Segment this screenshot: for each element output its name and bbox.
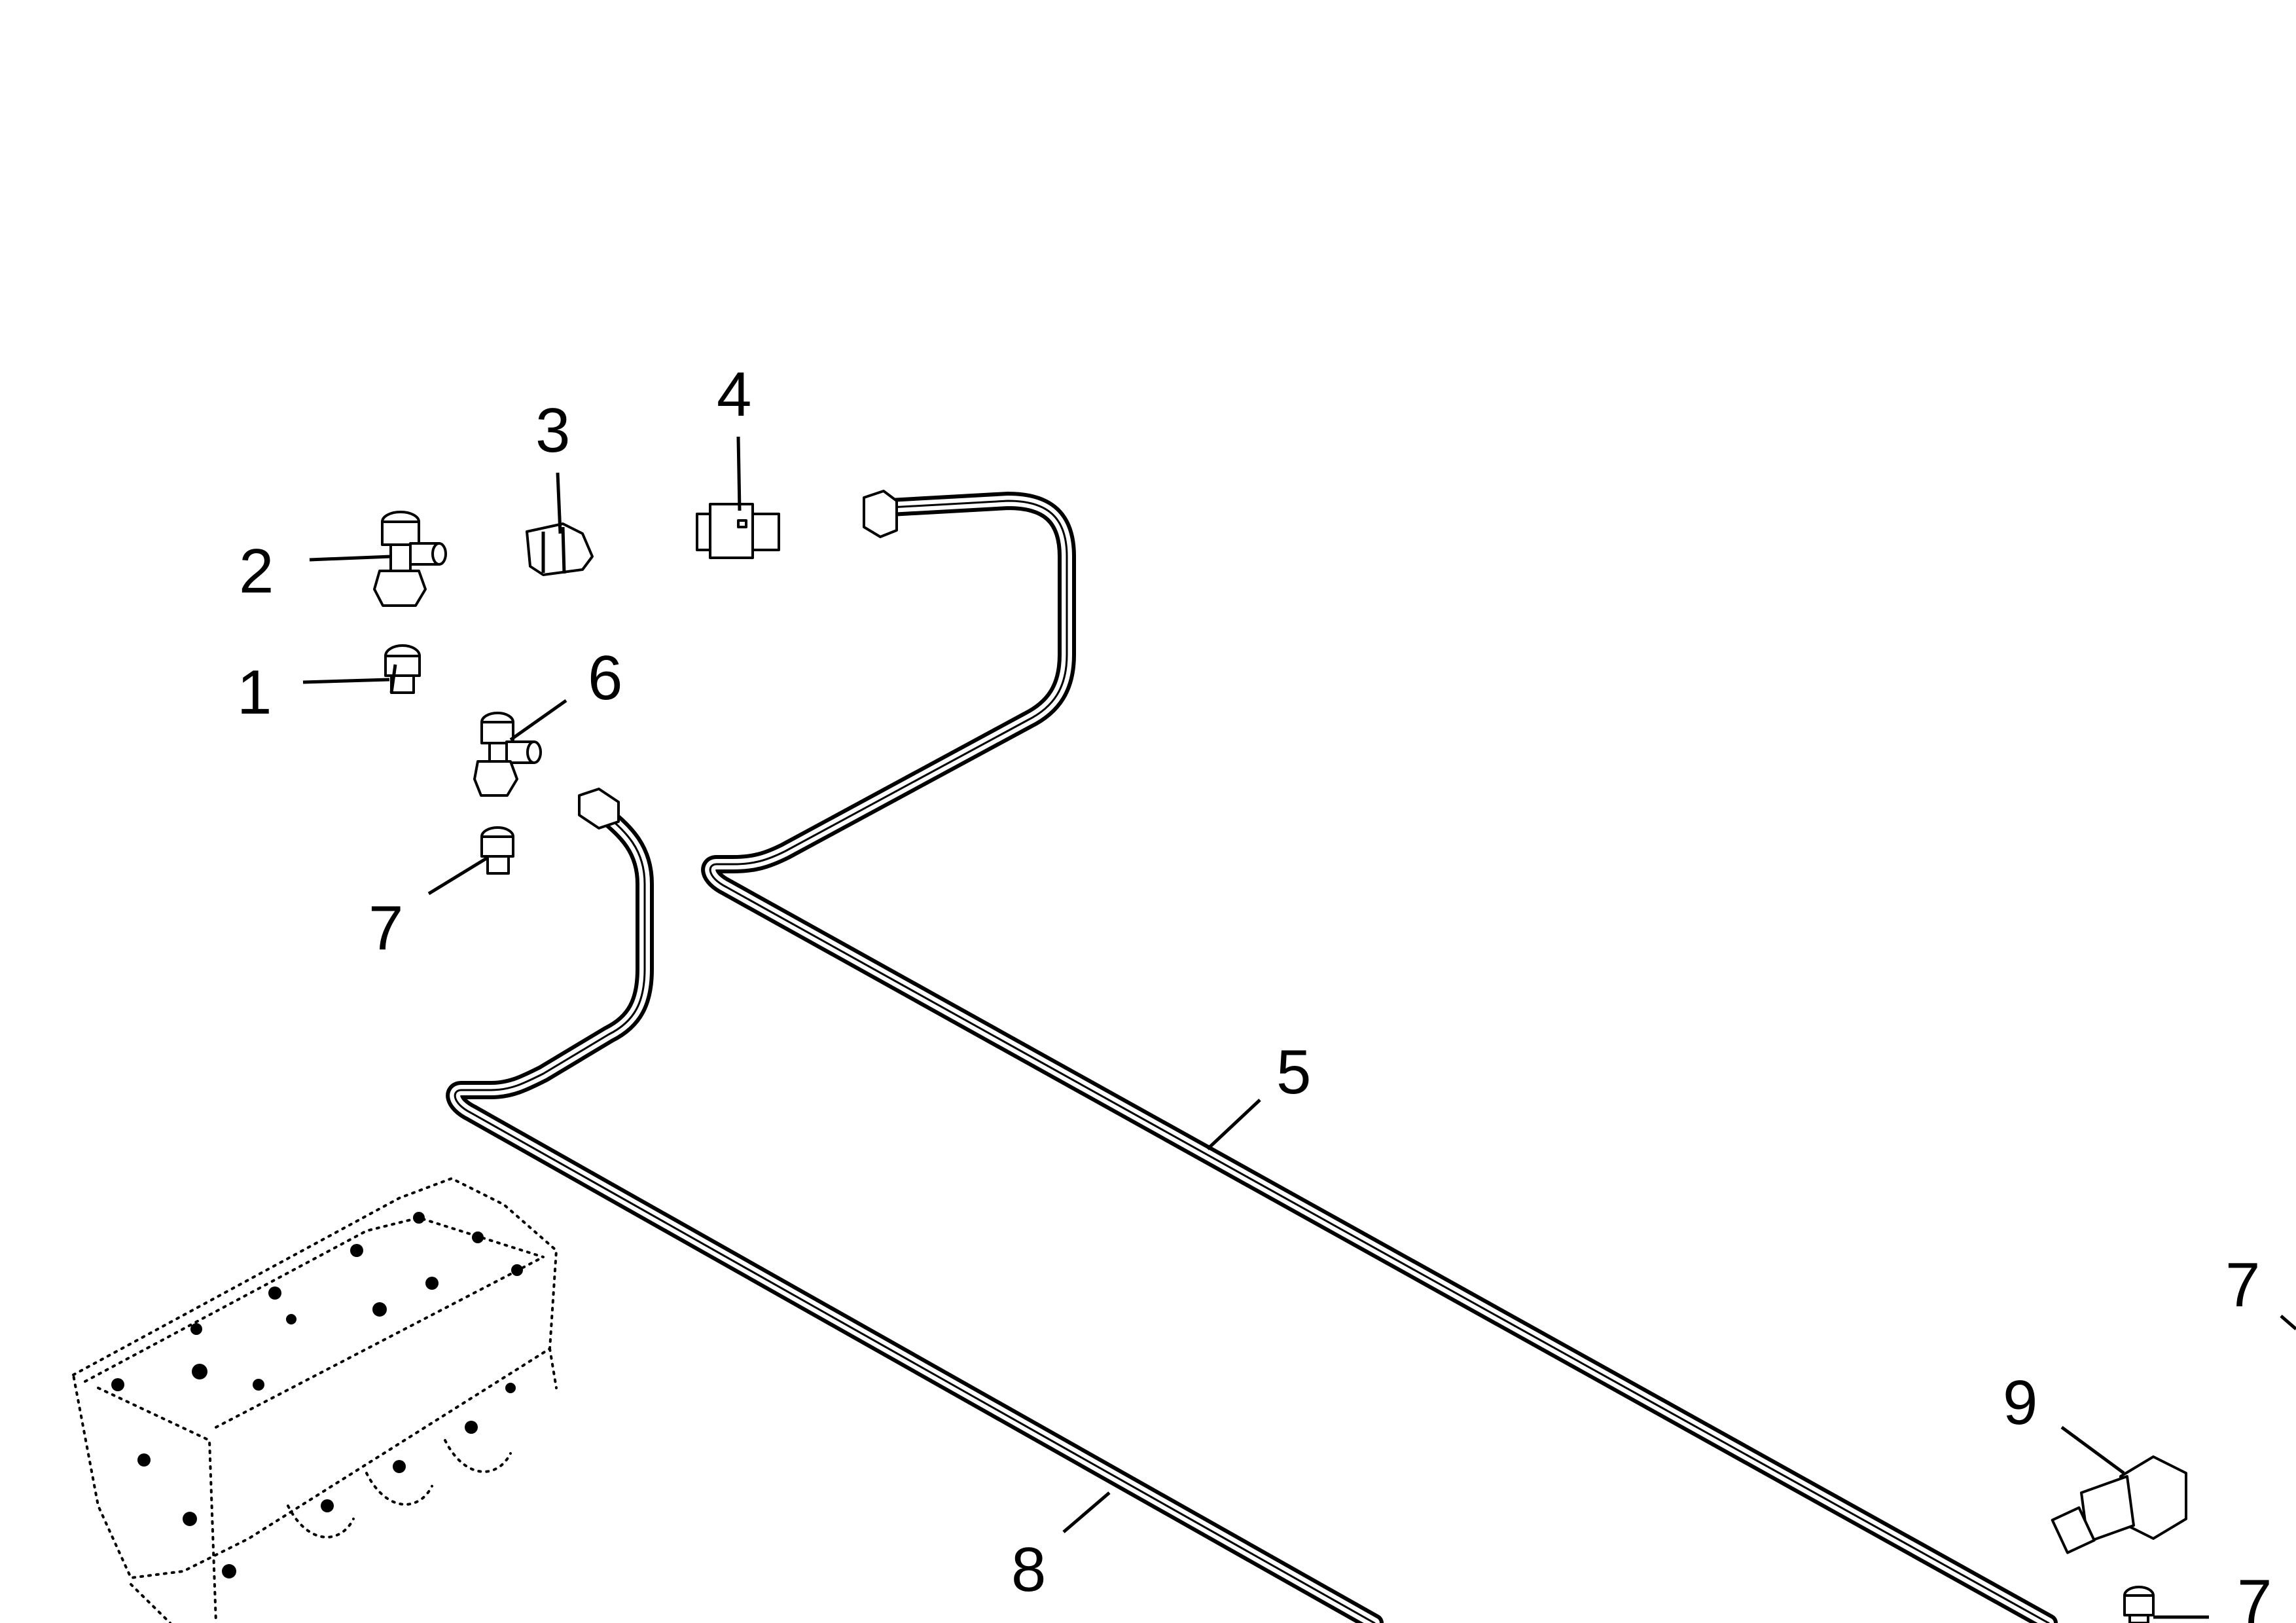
callout-6: 6 — [588, 643, 622, 713]
callout-4: 4 — [717, 359, 751, 429]
callout-2: 2 — [239, 536, 274, 606]
fuel-line-5 — [701, 490, 2058, 1623]
callout-7-b: 7 — [2225, 1250, 2260, 1320]
callout-5: 5 — [1276, 1037, 1311, 1107]
fuel-line-8 — [446, 788, 1384, 1623]
fitting-part-1 — [384, 644, 421, 694]
callout-7-a: 7 — [368, 893, 403, 963]
fitting-part-2 — [373, 511, 447, 607]
callout-9: 9 — [2003, 1368, 2037, 1438]
fitting-part-7 — [480, 826, 514, 875]
pressure-sensor-part-9 — [2051, 1455, 2187, 1554]
fitting-part-3 — [526, 522, 594, 576]
callout-8: 8 — [1011, 1535, 1046, 1605]
callout-3: 3 — [535, 395, 570, 465]
fitting-part-4 — [696, 503, 780, 559]
fitting-part-7-lower — [2123, 1586, 2155, 1623]
fitting-part-6 — [473, 712, 542, 797]
engine-block-outline — [71, 1176, 558, 1623]
callout-1: 1 — [237, 657, 272, 727]
leader-lines — [302, 436, 2296, 1619]
callout-7-c: 7 — [2237, 1567, 2272, 1623]
